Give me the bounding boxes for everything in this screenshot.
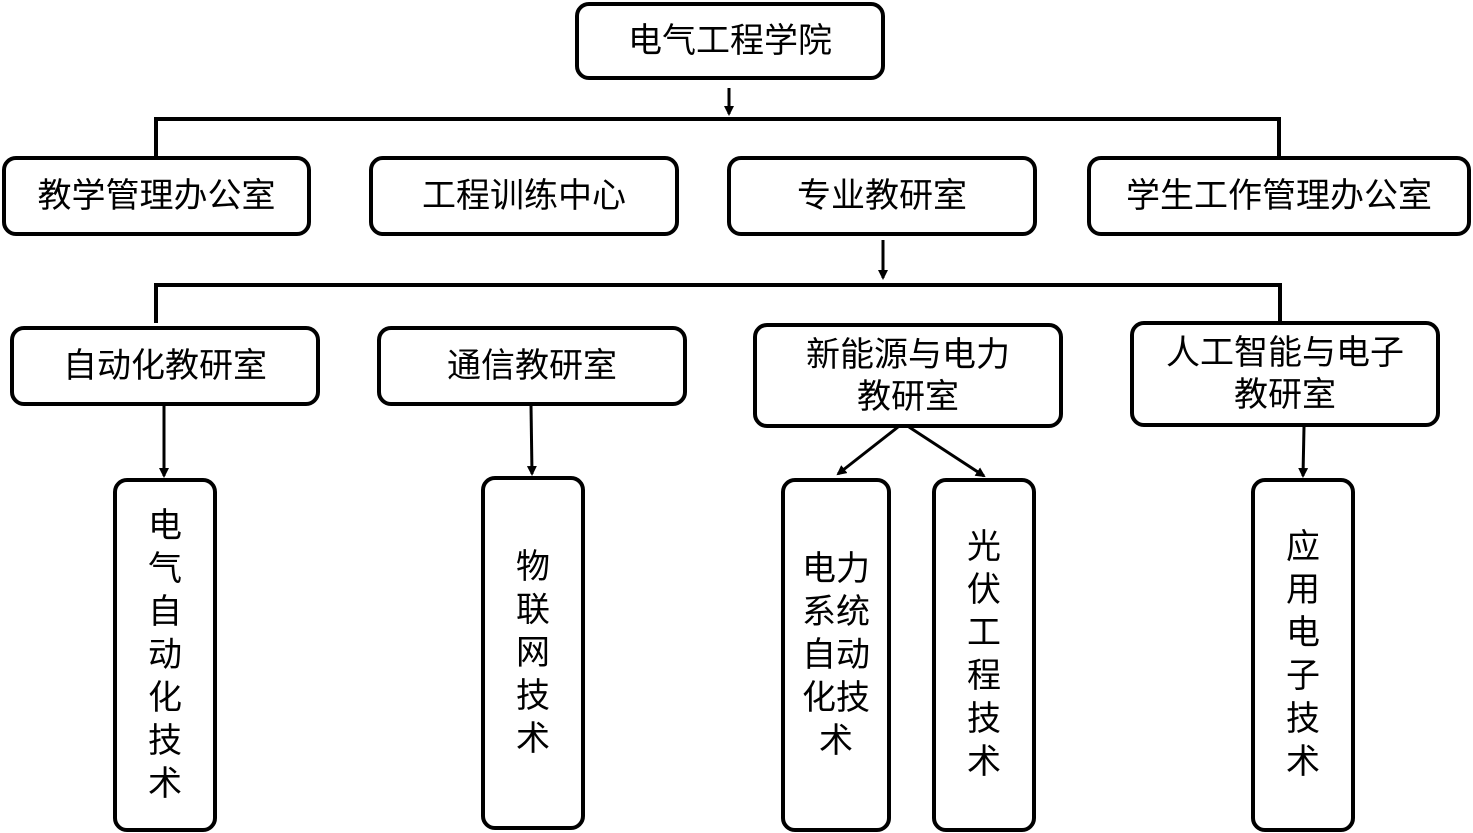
node-label: 通信教研室	[447, 346, 617, 386]
major-label: 电 气 自 动 化 技 术	[148, 505, 182, 804]
node-label: 教学管理办公室	[37, 176, 276, 216]
node-communication-lab: 通信教研室	[377, 326, 687, 406]
node-label-line2: 教研室	[1234, 375, 1336, 415]
root-label: 电气工程学院	[628, 21, 832, 61]
arrow-newenergy-right	[908, 425, 986, 478]
node-label-line2: 教研室	[857, 376, 959, 417]
major-label: 电力 系统 自动 化技 术	[802, 548, 870, 761]
node-teaching-office: 教学管理办公室	[2, 156, 311, 236]
arrow-ai-down	[1298, 426, 1309, 478]
major-label: 物 联 网 技 术	[516, 546, 550, 759]
level1-bus	[154, 117, 1281, 158]
major-power-system-automation: 电力 系统 自动 化技 术	[781, 478, 891, 832]
node-label-line1: 新能源与电力	[806, 334, 1010, 375]
node-new-energy-lab: 新能源与电力 教研室	[753, 323, 1063, 428]
node-training-center: 工程训练中心	[369, 156, 679, 236]
major-photovoltaic: 光 伏 工 程 技 术	[932, 478, 1036, 832]
major-label: 光 伏 工 程 技 术	[967, 527, 1001, 782]
major-applied-electronics: 应 用 电 子 技 术	[1251, 478, 1355, 832]
arrow-newenergy-left	[836, 425, 899, 476]
node-label: 工程训练中心	[422, 176, 626, 216]
node-teaching-research: 专业教研室	[727, 156, 1037, 236]
node-label: 自动化教研室	[63, 346, 267, 386]
node-ai-electronics-lab: 人工智能与电子 教研室	[1130, 321, 1440, 427]
level2-bus	[154, 283, 1282, 323]
root-node: 电气工程学院	[575, 2, 885, 80]
node-automation-lab: 自动化教研室	[10, 326, 320, 406]
major-label: 应 用 电 子 技 术	[1286, 527, 1320, 782]
node-label: 专业教研室	[797, 176, 967, 216]
node-label-line1: 人工智能与电子	[1166, 333, 1404, 373]
major-electrical-automation: 电 气 自 动 化 技 术	[113, 478, 217, 832]
node-label: 学生工作管理办公室	[1126, 176, 1432, 216]
node-student-office: 学生工作管理办公室	[1087, 156, 1471, 236]
arrow-communication-down	[526, 404, 537, 476]
major-iot: 物 联 网 技 术	[481, 476, 585, 830]
